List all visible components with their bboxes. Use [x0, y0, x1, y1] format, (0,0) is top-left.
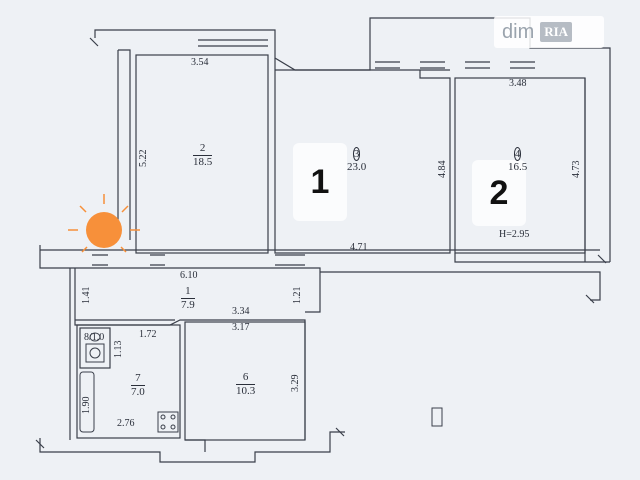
- sink-icon: [85, 343, 105, 363]
- window: [92, 254, 108, 266]
- room-6-outline: [184, 321, 306, 441]
- dim-room3-length: 4.84: [437, 160, 448, 179]
- marker-1: 1: [293, 143, 347, 221]
- dim-room2-length: 5.22: [138, 149, 149, 168]
- dim-room3-width: 4.71: [350, 242, 368, 253]
- room-8-label: 8/1.0: [84, 332, 105, 343]
- left-wall: [39, 245, 75, 440]
- dim-kitchen-top: 1.72: [139, 329, 157, 340]
- room-4-wall: [454, 78, 610, 263]
- dim-kitchen-width: 2.76: [117, 418, 135, 429]
- right-wall: [320, 271, 601, 301]
- dim-room4-length: 4.73: [571, 160, 582, 179]
- bath-outline: [79, 327, 111, 369]
- window: [198, 39, 268, 47]
- dim-hall-length: 6.10: [180, 270, 198, 281]
- dim-room6-width: 3.17: [232, 322, 250, 333]
- window: [150, 254, 305, 266]
- watermark-brand: dim: [502, 20, 535, 43]
- dim-bath-side: 1.13: [113, 340, 124, 359]
- dim-hall-right: 1.21: [292, 286, 303, 305]
- kitchen-outline: [76, 324, 181, 439]
- outer-wall-inner: [117, 49, 131, 240]
- dim-kitchen-side: 1.90: [81, 396, 92, 415]
- stove-icon: [157, 411, 179, 433]
- room-2-outline: [135, 54, 269, 254]
- radiator-icon: [431, 407, 443, 427]
- marker-2: 2: [472, 160, 526, 226]
- dim-room6-length: 3.29: [290, 374, 301, 393]
- toilet-icon: [89, 332, 101, 342]
- dim-room4-height: H=2.95: [499, 229, 530, 240]
- bathtub-icon: [79, 371, 95, 433]
- tick: [35, 37, 607, 449]
- dim-room4-width: 3.48: [509, 78, 527, 89]
- watermark: dim RIA: [494, 16, 604, 48]
- room-3-outline: [274, 58, 451, 254]
- dim-hall-inner: 3.34: [232, 306, 250, 317]
- window: [375, 61, 445, 69]
- dim-room2-width: 3.54: [191, 57, 209, 68]
- window: [465, 61, 535, 69]
- bottom-wall: [39, 431, 345, 463]
- sun-icon: [68, 194, 140, 253]
- hall-outline: [40, 249, 600, 313]
- watermark-badge: RIA: [540, 22, 573, 42]
- dim-hall-left: 1.41: [81, 286, 92, 305]
